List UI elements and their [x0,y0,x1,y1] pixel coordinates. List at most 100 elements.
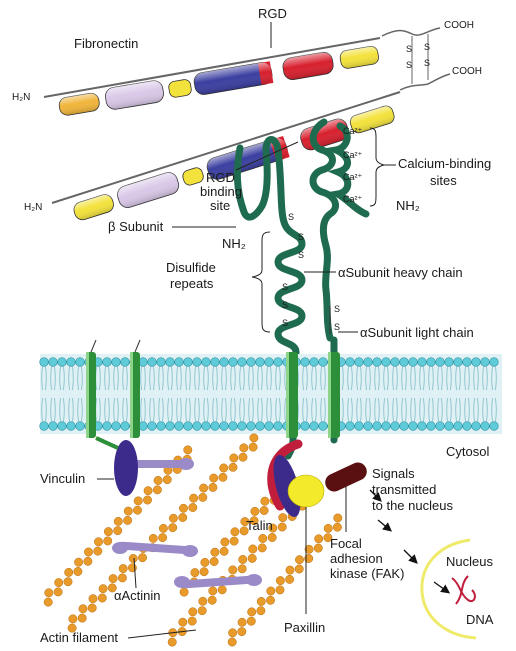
lipid-head [274,358,283,367]
lipid-head [247,422,256,431]
actin-monomer [261,497,269,505]
actin-monomer [114,526,122,534]
svg-text:S: S [406,44,412,54]
actin-monomer [94,538,102,546]
actin-monomer [200,568,208,576]
actin-monomer [129,554,137,562]
actin-monomer [84,548,92,556]
actin-monomer [54,588,62,596]
svg-text:S: S [282,300,288,310]
lipid-head [472,358,481,367]
lipid-head [382,358,391,367]
actin-monomer [248,554,256,562]
lipid-head [355,358,364,367]
lipid-head [193,358,202,367]
actin-monomer [230,537,238,545]
signals-label-2: transmitted [372,482,436,497]
lipid-head [49,422,58,431]
actin-monomer [98,594,106,602]
lipid-head [481,358,490,367]
lipid-head [418,422,427,431]
actin-monomer [208,596,216,604]
actin-monomer [201,558,209,566]
fn-domain-blue-1 [193,61,274,96]
actin-monomer [158,533,166,541]
actin-monomer [267,587,275,595]
lipid-head [463,358,472,367]
lipid-head [436,422,445,431]
cytosol-label: Cytosol [446,444,489,459]
lipid-head [58,358,67,367]
lipid-head [202,358,211,367]
beta-subunit-label: β Subunit [108,219,164,234]
actin-monomer [69,615,77,623]
disulfide-bracket [252,232,270,332]
actin-monomer [248,608,256,616]
actin-monomer [123,516,131,524]
lipid-head [166,358,175,367]
actin-monomer [229,566,237,574]
h2n-label-top: H₂N [12,92,30,103]
interchain-disulfide: S S S S [406,34,430,84]
actin-monomer [94,547,102,555]
fn-domain-yellow-2 [168,79,192,98]
lipid-head [454,422,463,431]
lipid-head [490,422,499,431]
fibronectin-strand-top: RGD Fibronectin H₂N COOH [12,6,474,118]
lipid-head [229,358,238,367]
lipid-head [472,422,481,431]
actin-monomer [163,475,171,483]
calcium-label-1: Calcium-binding [398,156,491,171]
actin-monomer [209,587,217,595]
actin-monomer [169,523,177,531]
actin-monomer [184,446,192,454]
actin-monomer [153,486,161,494]
alpha-actinin-label: αActinin [114,588,161,603]
actin-monomer [118,574,126,582]
paxillin-protein [288,475,324,507]
actin-monomer [295,556,303,564]
actin-monomer [199,493,207,501]
actin-monomer [109,574,117,582]
fn-tail-bottom [400,74,450,90]
actin-monomer [189,608,197,616]
lipid-head [418,358,427,367]
rgd-binding-label-1: RGD [206,170,235,185]
lipid-head [103,358,112,367]
lipid-head [211,422,220,431]
actin-monomer [249,545,257,553]
actin-monomer [221,538,229,546]
svg-text:S: S [334,322,340,332]
actin-monomer [84,557,92,565]
actin-monomer [159,524,167,532]
fibronectin-label: Fibronectin [74,36,138,51]
fn2-domain-yellow-1 [72,193,116,222]
lipid-head [211,358,220,367]
disulfide-label-2: repeats [170,276,214,291]
lipid-head [346,358,355,367]
lipid-head [265,358,274,367]
actin-monomer [210,557,218,565]
actin-monomer [211,548,219,556]
lipid-head [364,422,373,431]
actin-monomer [286,566,294,574]
vinculin-label: Vinculin [40,471,85,486]
svg-text:Ca²⁺: Ca²⁺ [343,172,363,182]
actin-monomer [266,596,274,604]
lipid-head [364,358,373,367]
lipid-head [67,422,76,431]
lipid-head [400,422,409,431]
lipid-head [409,422,418,431]
lipid-head [445,422,454,431]
lipid-head [391,422,400,431]
lipid-head [238,358,247,367]
calcium-sites: Ca²⁺ Ca²⁺ Ca²⁺ Ca²⁺ [343,126,396,206]
lipid-head [481,422,490,431]
plasma-membrane [40,354,502,434]
lipid-head [112,422,121,431]
actin-monomer [124,507,132,515]
vinculin-protein [96,438,138,496]
lipid-head [220,358,229,367]
actin-monomer [295,565,303,573]
disulfide-label-1: Disulfide [166,260,216,275]
